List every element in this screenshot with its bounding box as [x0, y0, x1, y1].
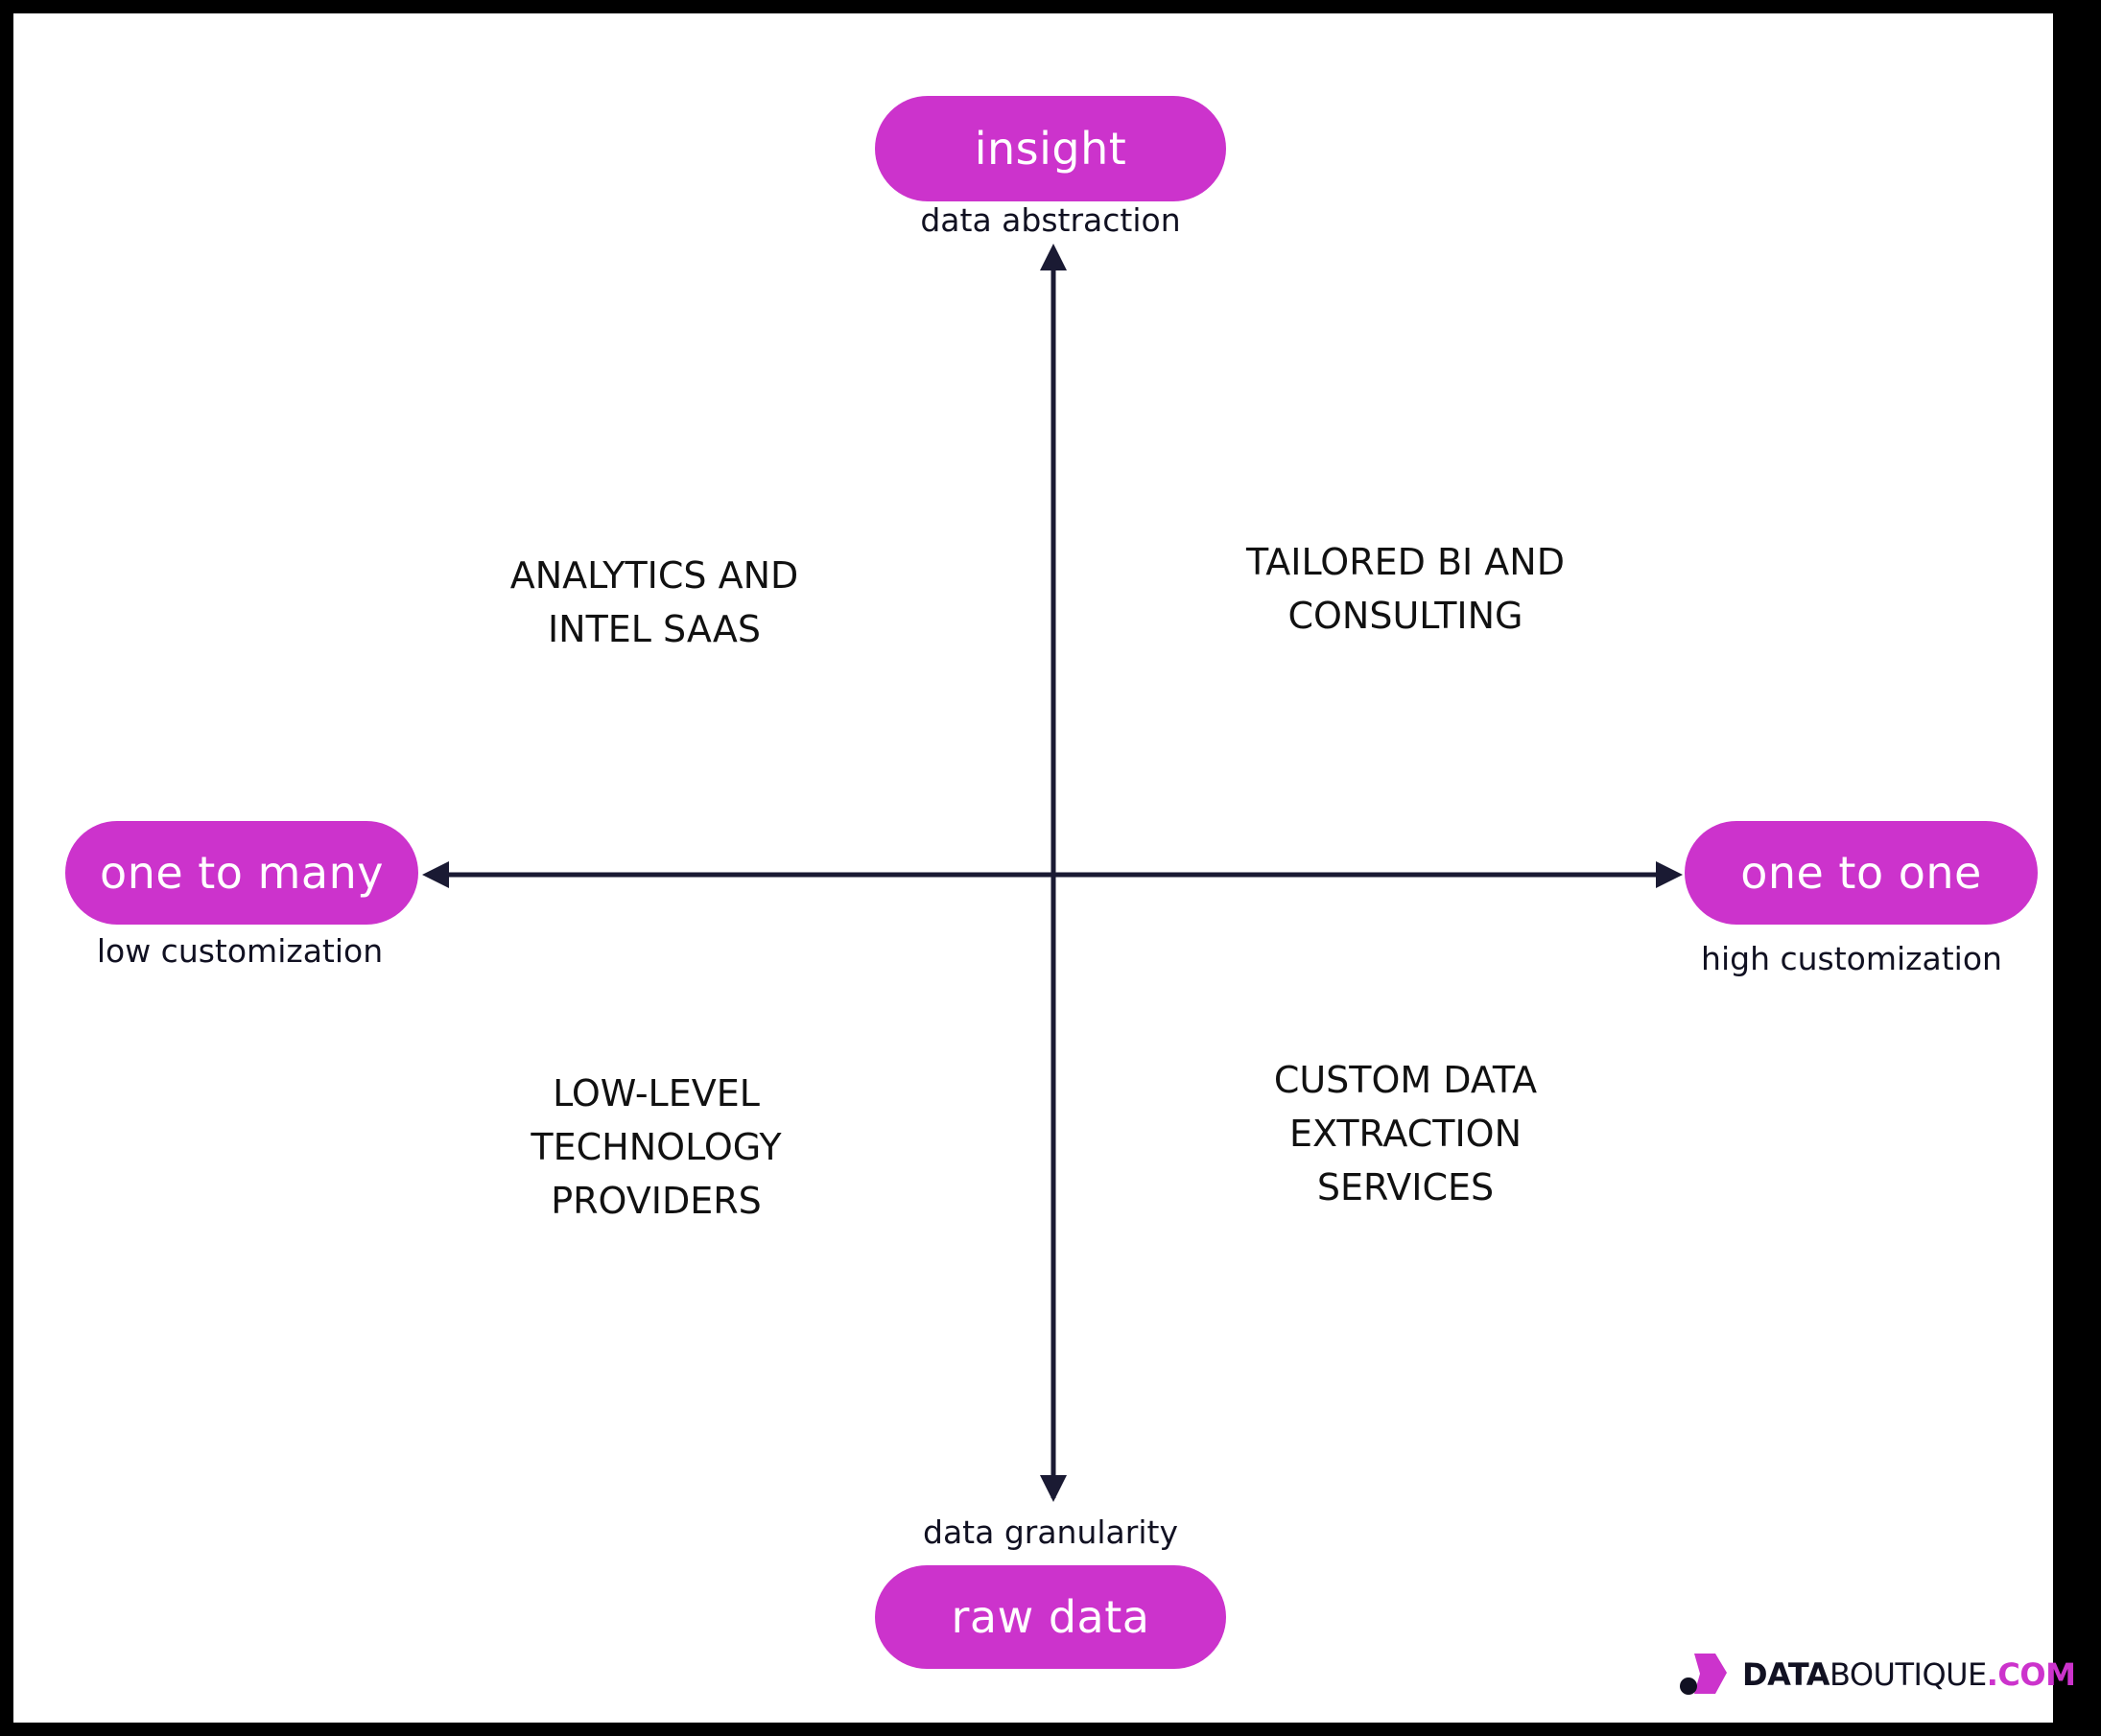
arrow-up-icon	[1040, 244, 1067, 270]
data-granularity-label: data granularity	[923, 1513, 1178, 1551]
arrow-left-icon	[422, 861, 449, 888]
arrow-right-icon	[1656, 861, 1683, 888]
arrow-down-icon	[1040, 1475, 1067, 1502]
databoutique-logo-icon	[1680, 1654, 1727, 1695]
data-abstraction-label: data abstraction	[920, 201, 1181, 239]
quadrant-bottom-right-label: CUSTOM DATA EXTRACTION SERVICES	[1273, 1059, 1538, 1208]
quadrant-bottom-left-label: LOW-LEVEL TECHNOLOGY PROVIDERS	[531, 1072, 782, 1222]
low-customization-label: low customization	[96, 932, 384, 970]
raw-data-pill: raw data	[875, 1565, 1226, 1669]
high-customization-label: high customization	[1701, 940, 2002, 977]
one-to-one-pill: one to one	[1685, 821, 2038, 925]
brand-text: DATABOUTIQUE.COM	[1742, 1656, 2076, 1693]
quadrant-top-right-label: TAILORED BI AND CONSULTING	[1246, 541, 1565, 637]
insight-pill: insight	[875, 96, 1226, 201]
one-to-many-pill: one to many	[65, 821, 418, 925]
quadrant-top-left-label: ANALYTICS AND INTEL SAAS	[509, 554, 799, 650]
brand-logo: DATABOUTIQUE.COM	[1677, 1646, 2076, 1703]
brand-text-boutique: BOUTIQUE	[1829, 1656, 1987, 1693]
brand-text-com: .COM	[1986, 1656, 2076, 1693]
brand-text-data: DATA	[1742, 1656, 1830, 1693]
